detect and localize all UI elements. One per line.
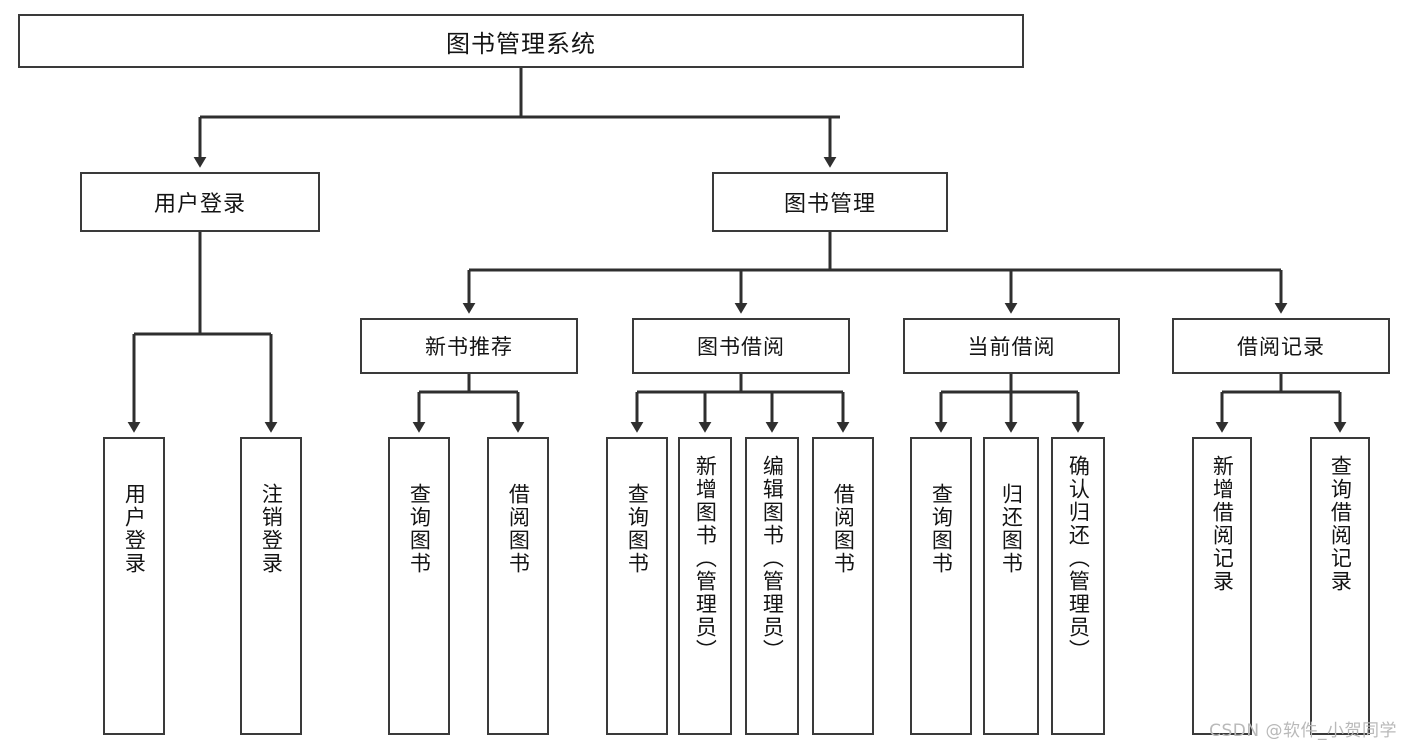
node-root[interactable]: 图书管理系统 [18,14,1024,68]
node-leaf-add-book-admin[interactable]: 新增图书（管理员） [678,437,732,735]
node-leaf-return-book-label: 归还图书 [999,483,1024,575]
node-leaf-logout[interactable]: 注销登录 [240,437,302,735]
node-leaf-query-book-current[interactable]: 查询图书 [910,437,972,735]
node-leaf-query-borrow-record[interactable]: 查询借阅记录 [1310,437,1370,735]
node-borrow-record[interactable]: 借阅记录 [1172,318,1390,374]
node-leaf-query-book-borrow-label: 查询图书 [625,483,650,575]
node-borrow-record-label: 借阅记录 [1237,335,1325,359]
node-leaf-user-login[interactable]: 用户登录 [103,437,165,735]
node-leaf-borrow-book-rec[interactable]: 借阅图书 [487,437,549,735]
node-leaf-borrow-book[interactable]: 借阅图书 [812,437,874,735]
node-book-borrow[interactable]: 图书借阅 [632,318,850,374]
node-leaf-query-book-rec-label: 查询图书 [407,483,432,575]
node-leaf-add-borrow-record-label: 新增借阅记录 [1210,455,1235,593]
node-leaf-query-book-rec[interactable]: 查询图书 [388,437,450,735]
node-leaf-edit-book-admin[interactable]: 编辑图书（管理员） [745,437,799,735]
node-leaf-borrow-book-rec-label: 借阅图书 [506,483,531,575]
node-leaf-edit-book-admin-label: 编辑图书（管理员） [760,455,785,662]
node-leaf-return-book[interactable]: 归还图书 [983,437,1039,735]
node-leaf-add-book-admin-label: 新增图书（管理员） [693,455,718,662]
node-leaf-logout-label: 注销登录 [259,483,284,575]
node-current-borrow-label: 当前借阅 [967,335,1056,359]
node-book-manage[interactable]: 图书管理 [712,172,948,232]
node-leaf-user-login-label: 用户登录 [122,483,147,575]
csdn-watermark: CSDN @软件_小贺同学 [1209,721,1397,741]
node-root-label: 图书管理系统 [446,29,596,58]
node-leaf-confirm-return-admin[interactable]: 确认归还（管理员） [1051,437,1105,735]
node-book-borrow-label: 图书借阅 [697,335,785,359]
node-leaf-query-borrow-record-label: 查询借阅记录 [1328,455,1353,593]
node-leaf-confirm-return-admin-label: 确认归还（管理员） [1066,455,1091,662]
node-user-login[interactable]: 用户登录 [80,172,320,232]
node-leaf-add-borrow-record[interactable]: 新增借阅记录 [1192,437,1252,735]
node-leaf-query-book-borrow[interactable]: 查询图书 [606,437,668,735]
node-current-borrow[interactable]: 当前借阅 [903,318,1120,374]
node-leaf-query-book-current-label: 查询图书 [929,483,954,575]
node-book-manage-label: 图书管理 [783,192,876,217]
node-new-book-recommend-label: 新书推荐 [425,335,513,359]
node-leaf-borrow-book-label: 借阅图书 [831,483,856,575]
node-new-book-recommend[interactable]: 新书推荐 [360,318,578,374]
node-user-login-label: 用户登录 [153,192,246,217]
